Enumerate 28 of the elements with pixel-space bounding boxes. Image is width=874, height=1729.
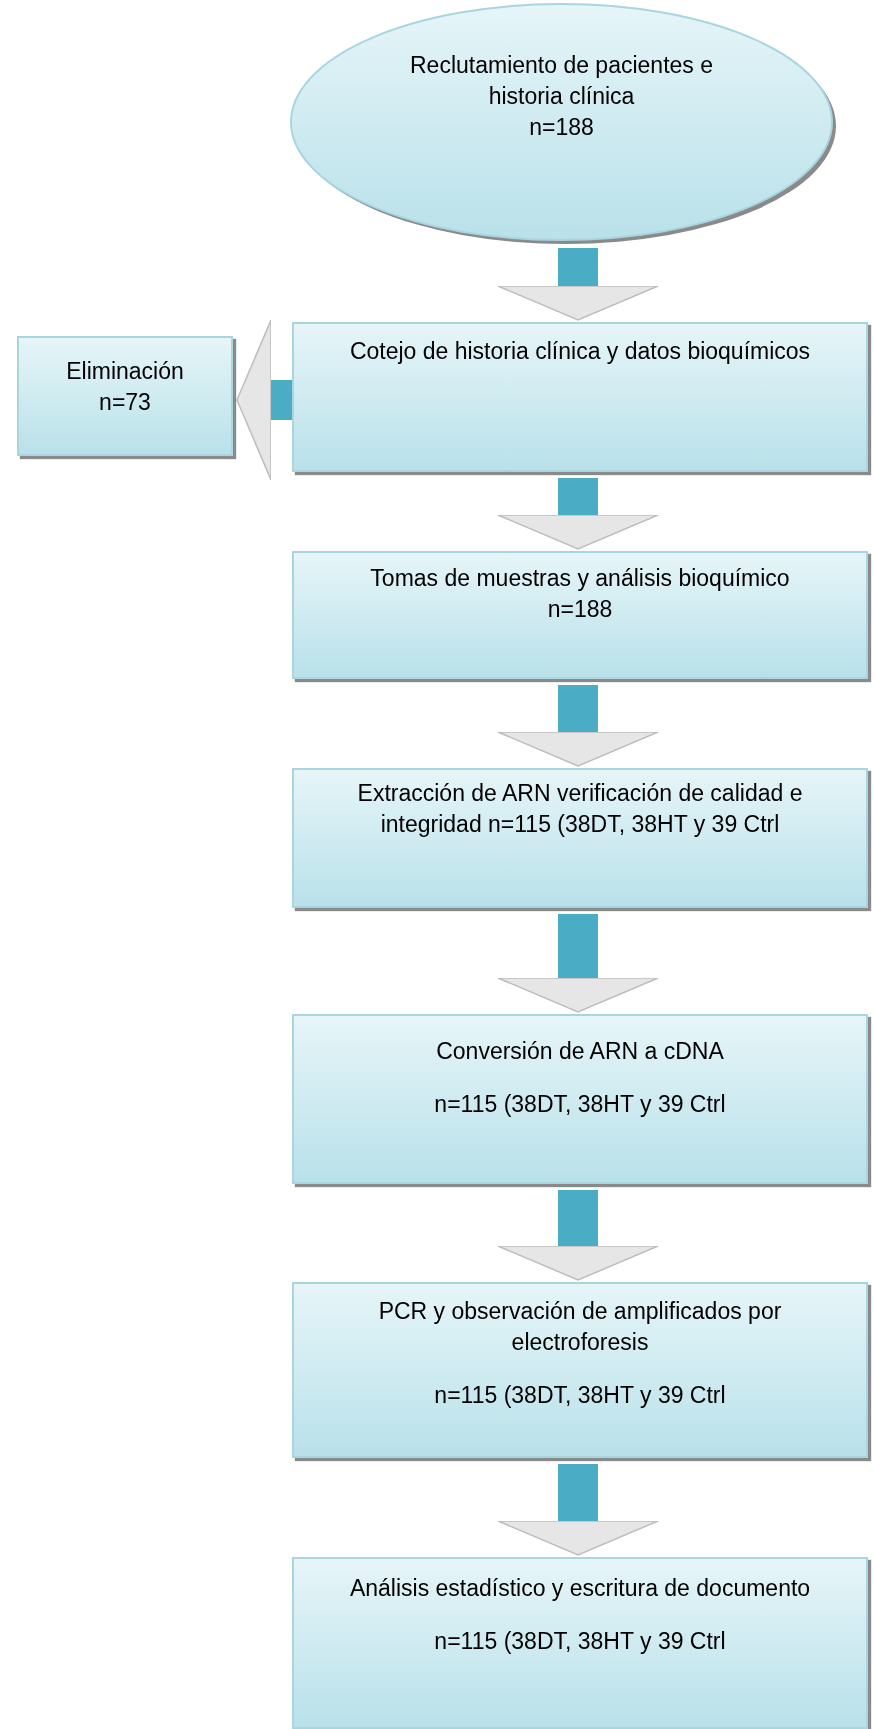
sample-count: n=188 [547,595,613,625]
process-box [292,768,868,908]
step-label: Extracción de ARN verificación de calidad e integridad n=115 (38DT, 38HT y 39 Ctrl [356,779,804,840]
sample-count: n=115 (38DT, 38HT y 39 Ctrl [434,1627,726,1657]
step-label: Tomas de muestras y análisis bioquímico [370,564,790,593]
process-box [292,1014,868,1184]
block-arrow [497,1464,659,1556]
process-box [292,1557,868,1729]
step-label: PCR y observación de amplificados por electroforesis [377,1297,783,1358]
block-arrow [497,1190,659,1281]
block-arrow [236,319,292,481]
block-arrow [497,914,659,1013]
block-arrow [497,478,659,550]
process-box [292,1282,868,1458]
step-label: Eliminación [66,357,184,386]
exclusion-box [17,336,233,456]
step-label: Conversión de ARN a cDNA [436,1037,724,1066]
process-box [292,322,868,472]
block-arrow [497,248,659,321]
step-label: Análisis estadístico y escritura de documento [349,1574,811,1603]
start-ellipse [289,2,834,242]
sample-count: n=115 (38DT, 38HT y 39 Ctrl [434,1090,726,1120]
sample-count: n=115 (38DT, 38HT y 39 Ctrl [434,1381,726,1411]
sample-count: n=188 [529,113,594,143]
sample-count: n=73 [99,388,151,418]
block-arrow [497,685,659,767]
step-label: Cotejo de historia clínica y datos bioquímicos [349,337,811,366]
process-box [292,551,868,679]
